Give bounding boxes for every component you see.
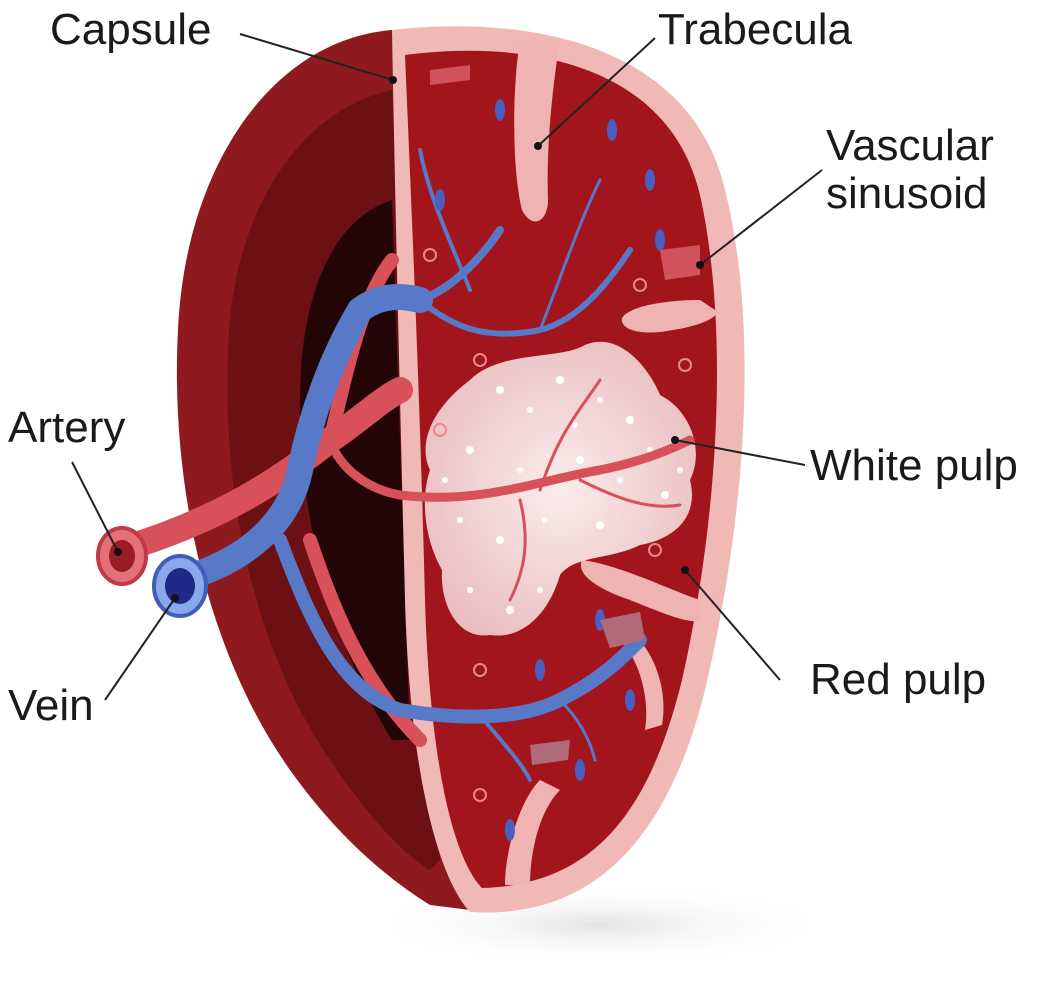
label-vascular-line1: Vascular [826,122,994,170]
artery-lumen [109,540,135,572]
label-vein: Vein [8,682,94,730]
label-vascular-line2: sinusoid [826,170,994,218]
label-trabecula: Trabecula [658,6,852,54]
label-vascular-sinusoid: Vascular sinusoid [826,122,994,217]
label-artery: Artery [8,404,125,452]
vein-lumen [165,568,195,604]
label-white-pulp: White pulp [810,442,1018,490]
label-red-pulp: Red pulp [810,656,986,704]
label-capsule: Capsule [50,6,211,54]
